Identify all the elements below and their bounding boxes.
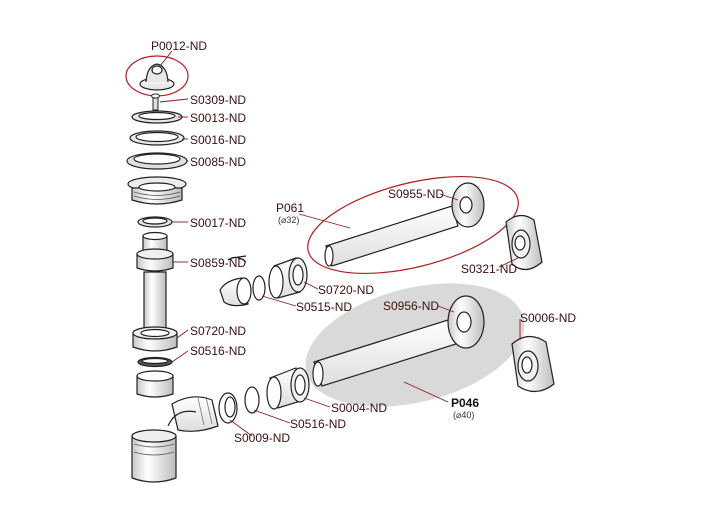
washer-s0017 (137, 216, 173, 228)
cup-s0321 (505, 214, 543, 271)
rosette-s0955 (451, 182, 485, 228)
label-p061: P061 (276, 201, 305, 215)
label-s0516-vertical: S0516-ND (190, 344, 247, 358)
threaded-body-part (127, 176, 187, 205)
ring-s0516-vertical (137, 356, 173, 368)
label-s0515: S0515-ND (296, 300, 353, 314)
nut-s0720-vertical (132, 326, 178, 352)
nut-s0720-horizontal (268, 257, 308, 299)
p061-group-ring (307, 175, 519, 275)
label-s0859: S0859-ND (190, 256, 247, 270)
label-s0309: S0309-ND (190, 93, 247, 107)
label-s0956: S0956-ND (383, 299, 440, 313)
label-s0321: S0321-ND (461, 262, 518, 276)
washer-s0085 (126, 152, 188, 170)
label-s0720-vertical: S0720-ND (190, 324, 247, 338)
ring-s0516-horizontal (244, 386, 260, 414)
label-p046-diameter: (⌀40) (453, 410, 475, 420)
label-s0955: S0955-ND (388, 187, 445, 201)
cup-s0006 (511, 335, 555, 393)
leader-lines (159, 50, 521, 437)
label-p046: P046 (451, 396, 480, 410)
washer-s0013 (131, 110, 183, 124)
label-s0006: S0006-ND (520, 311, 577, 325)
label-s0516-horizontal: S0516-ND (290, 417, 347, 431)
label-s0009: S0009-ND (234, 431, 291, 445)
ring-s0009 (218, 392, 238, 424)
label-p061-diameter: (⌀32) (278, 215, 300, 225)
vertical-tube-part (136, 231, 174, 333)
label-s0016: S0016-ND (190, 133, 247, 147)
label-s0085: S0085-ND (190, 155, 247, 169)
ring-s0515-washer (252, 275, 266, 301)
bottle-trap-part (131, 396, 219, 483)
stopper-part (139, 63, 175, 91)
label-s0720-horizontal: S0720-ND (318, 283, 375, 297)
stem-part (151, 93, 160, 111)
washer-s0016 (129, 130, 185, 146)
label-p0012: P0012-ND (151, 39, 208, 53)
label-s0013: S0013-ND (190, 111, 247, 125)
label-s0004: S0004-ND (331, 401, 388, 415)
sleeve-s0515 (219, 255, 252, 307)
label-s0017: S0017-ND (190, 216, 247, 230)
nut-s0004 (266, 367, 310, 410)
rosette-s0956 (447, 295, 485, 349)
short-sleeve-part (136, 370, 174, 398)
pipe-p061 (324, 205, 459, 267)
